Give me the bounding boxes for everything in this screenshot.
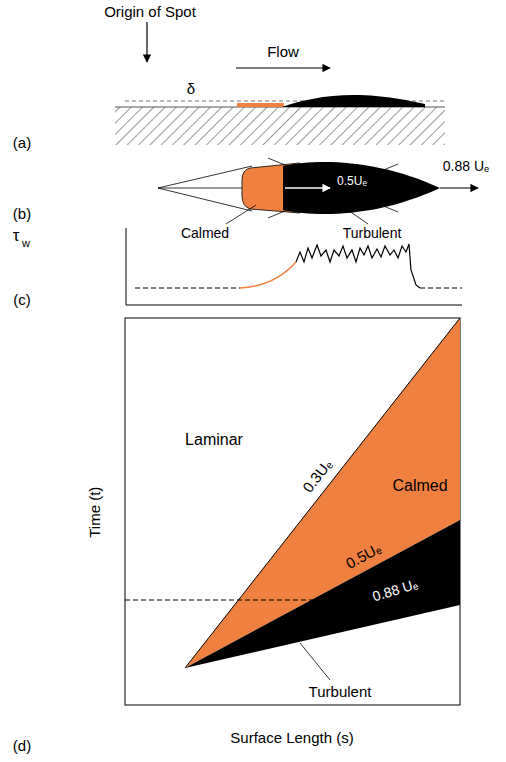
planform bbox=[158, 158, 478, 224]
space-time-plot bbox=[125, 318, 460, 705]
axis-symbol: τ bbox=[13, 227, 20, 246]
leader-line bbox=[345, 208, 368, 224]
calmed-speed-arrow bbox=[285, 187, 330, 188]
panel-label: (c) bbox=[13, 292, 31, 309]
speed-label: 0.88 Uₑ bbox=[443, 159, 489, 174]
region-label: Turbulent bbox=[343, 226, 402, 241]
spot-speed-arrow bbox=[440, 187, 478, 188]
symbol-label: δ bbox=[187, 81, 195, 98]
speed-label: 0.5Uₑ bbox=[337, 175, 367, 188]
region-label: Turbulent bbox=[309, 684, 372, 701]
axis-label: Surface Length (s) bbox=[230, 730, 353, 747]
flow-label: Flow bbox=[267, 44, 299, 61]
side-view bbox=[115, 22, 445, 145]
axis-subscript: w bbox=[22, 237, 30, 249]
wall-hatching bbox=[115, 107, 445, 145]
callout-label: Origin of Spot bbox=[104, 4, 196, 21]
region-label: Calmed bbox=[181, 226, 229, 241]
calmed-strip bbox=[237, 103, 284, 107]
panel-label: (a) bbox=[13, 135, 31, 152]
origin-arrow bbox=[146, 22, 147, 62]
axis-label: Time (t) bbox=[88, 486, 105, 537]
turbulent-spot bbox=[283, 162, 440, 214]
panel-label: (d) bbox=[13, 738, 31, 755]
leader-line bbox=[300, 643, 330, 680]
region-label: Calmed bbox=[392, 477, 447, 495]
spot-side bbox=[282, 95, 425, 107]
flow-arrow bbox=[236, 67, 330, 68]
region-label: Laminar bbox=[185, 431, 243, 449]
panel-label: (b) bbox=[13, 206, 31, 223]
shear-trace bbox=[126, 228, 462, 305]
leader-line bbox=[226, 205, 256, 224]
